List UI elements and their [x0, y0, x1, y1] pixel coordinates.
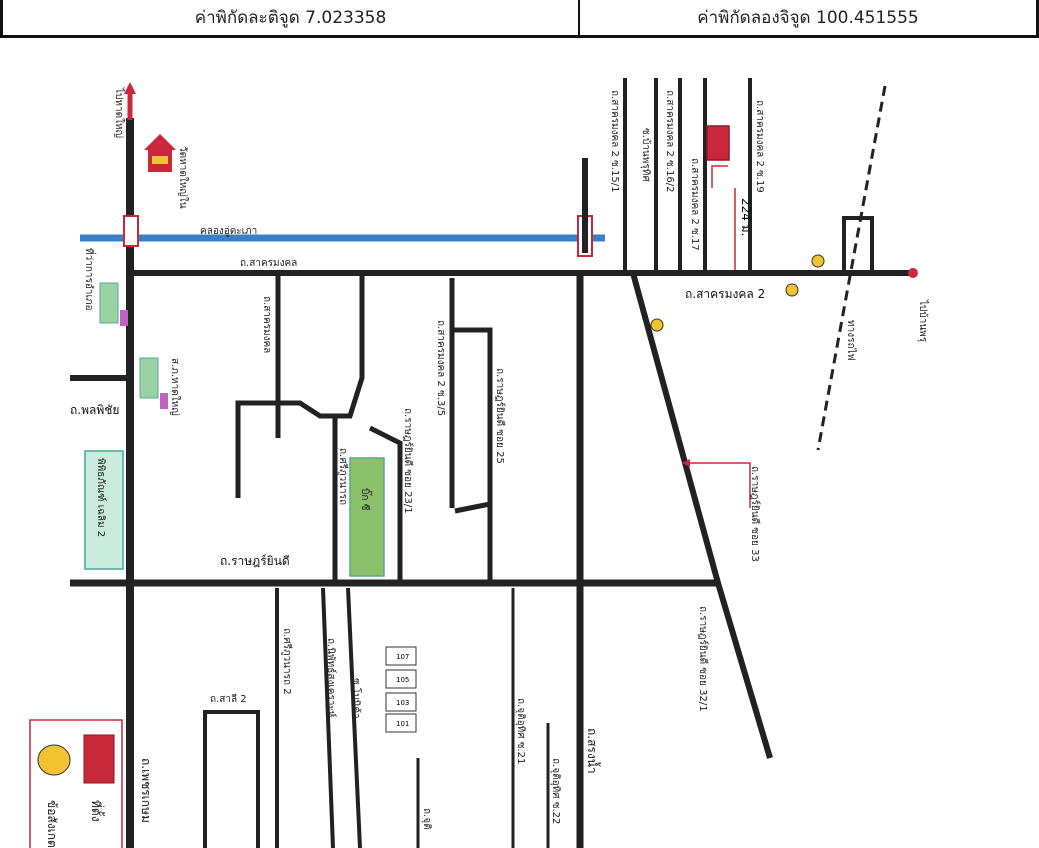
label-sakarnmongkol: ถ.สาครมงคล: [240, 258, 297, 269]
label-sakarnmongkol2: ถ.สาครมงคล 2: [685, 287, 765, 301]
arrow-head-rajyin-33: [682, 459, 690, 467]
label-to-top-left: ไปหาดใหญ่: [113, 87, 125, 138]
arrow-rajyin-33: [690, 462, 751, 508]
museum-box: [84, 450, 124, 570]
legend-site-icon: [83, 734, 115, 784]
marker-1: [811, 254, 825, 268]
label-sri: ถ.ศรีภูวนารถ: [337, 448, 349, 505]
bigc-box: [349, 457, 385, 577]
end-marker-right: [908, 268, 918, 278]
canal-label: คลองอู่ตะเภา: [200, 226, 257, 237]
marker-3: [650, 318, 664, 332]
label-soi-16b: ถ.สาครมงคล 2 ซ.16/2: [664, 90, 675, 192]
arrow-head-top-left: [124, 82, 136, 94]
label-police-station: ส.ภ.หาดใหญ่: [169, 358, 181, 416]
legend-site-label: ที่ตั้ง: [89, 800, 105, 822]
label-jutti-side: ถ.จุติ: [421, 808, 432, 830]
road-rajyin-25: [452, 327, 493, 583]
bridge-left: [123, 215, 139, 247]
railway-crossing: [842, 216, 874, 273]
room-103: 103: [396, 699, 409, 707]
label-soi-19: ถ.สาครมงคล 2 ซ.19: [754, 100, 765, 193]
room-101: 101: [396, 720, 409, 728]
label-rajyindee: ถ.ราษฎร์ยินดี: [220, 554, 290, 568]
label-museum: พิพิธภัณฑ์ เฉลิม 2: [95, 458, 107, 537]
label-distance: 224 ม.: [739, 198, 753, 236]
label-phetkasem: ถ.เพชรเกษม: [139, 758, 153, 823]
label-district-office: ที่ว่าการอำเภอ: [83, 248, 97, 311]
label-rajyin-23: ถ.ราษฎร์ยินดี ซอย 23/1: [402, 408, 414, 514]
label-jutti21: ถ.จุติอุทิศ ซ.21: [515, 698, 526, 764]
target-site-marker: [706, 125, 730, 161]
road-connector: [454, 501, 491, 514]
longitude-text: ค่าพิกัดลองจิจูด 100.451555: [697, 8, 919, 28]
label-bigc: บิ๊ก ซี: [359, 488, 373, 511]
location-map: คลองอู่ตะเภา ถ.สาครมงคล ถ.สาครมงคล 2 ไปบ…: [29, 78, 929, 848]
label-sakarn-side: ถ.สาครมงคล: [261, 296, 272, 353]
road-bonita: [346, 587, 362, 848]
label-soi-16: ซ.บ้านพรุทิศ: [640, 128, 652, 182]
road-diagonal-lower: [715, 582, 773, 759]
label-sali: ถ.สาลี 2: [210, 693, 247, 705]
temple-icon: [144, 134, 176, 172]
label-railway: ทางรถไฟ: [845, 320, 857, 361]
room-107: 107: [396, 653, 409, 661]
room-105: 105: [396, 676, 409, 684]
target-arrow: [711, 165, 728, 188]
room-list: 107 105 103 101: [385, 646, 417, 733]
label-rajyin-25: ถ.ราษฎร์ยินดี ซอย 25: [494, 368, 506, 464]
road-diagonal: [630, 272, 721, 584]
legend-marker-icon: [37, 744, 71, 776]
road-crooked: [235, 273, 365, 498]
label-sri2: ถ.ศรีภูวนารถ 2: [281, 628, 293, 695]
label-temple: วัดหาดใหญ่ใน: [177, 146, 189, 209]
latitude-text: ค่าพิกัดละติจูด 7.023358: [194, 8, 387, 28]
label-rajyin-32: ถ.ราษฎร์ยินดี ซอย 32/1: [697, 606, 709, 712]
label-soi-15: ถ.สาครมงคล 2 ซ.15/1: [609, 90, 620, 192]
road-niphat: [321, 587, 335, 848]
district-office-icon: [99, 282, 128, 326]
label-to-right: ไปบ้านพรุ: [917, 299, 929, 343]
label-jutti22: ถ.จุติอุทิศ ซ.22: [550, 758, 561, 824]
label-bonita: ซ.โบนิต้า: [350, 678, 363, 719]
coordinate-bar: ค่าพิกัดละติจูด 7.023358 ค่าพิกัดลองจิจู…: [0, 0, 1039, 38]
railway-line: [816, 85, 887, 451]
road-sali: [203, 710, 260, 848]
label-niphat: ถ.นิพัทธ์สงเคราะห์: [325, 638, 337, 717]
label-rajyin-33: ถ.ราษฎร์ยินดี ซอย 33: [749, 466, 761, 562]
label-sakarn-3: ถ.สาครมงคล 2 ซ.3/5: [435, 320, 446, 416]
marker-2: [785, 283, 799, 297]
latitude-cell: ค่าพิกัดละติจูด 7.023358: [0, 0, 580, 35]
road-rajyin-23: [368, 425, 403, 583]
longitude-cell: ค่าพิกัดลองจิจูด 100.451555: [580, 0, 1039, 35]
label-soi-17: ถ.สาครมงคล 2 ซ.17: [689, 158, 700, 251]
legend-note-label: ข้อสังเกต: [45, 800, 59, 848]
label-phonphichai: ถ.พลพิชัย: [70, 403, 119, 417]
police-station-icon: [139, 357, 168, 409]
label-saeng: ถ.สรงน้ำ: [585, 728, 601, 774]
